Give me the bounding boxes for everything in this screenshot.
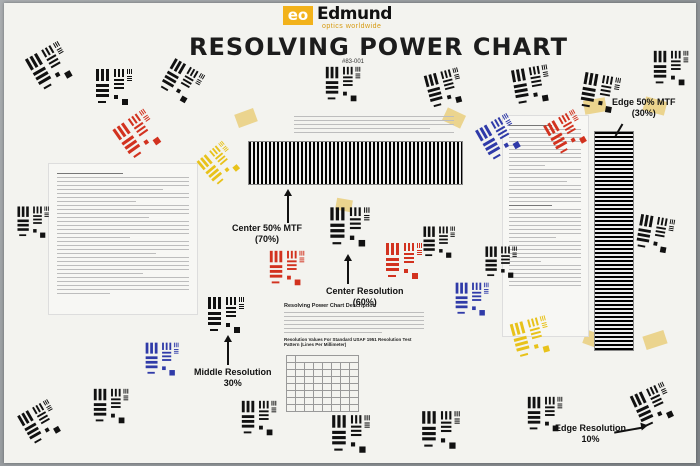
usaf-resolution-target <box>238 397 282 441</box>
usaf-resolution-target <box>152 53 212 113</box>
usaf-resolution-target <box>482 243 522 283</box>
resolution-table <box>286 355 359 412</box>
center-mtf-label: Center 50% MTF(70%) <box>232 223 303 244</box>
poster-title: RESOLVING POWER CHART <box>189 33 568 61</box>
usaf-resolution-target <box>506 59 559 112</box>
usaf-resolution-target <box>419 62 473 116</box>
electronic-imaging-panel <box>502 115 589 337</box>
usaf-resolution-target <box>92 65 138 111</box>
description-text: Resolving Power Chart Description Resolu… <box>284 303 424 347</box>
vertical-mtf-bar-chart <box>594 131 634 351</box>
center-resolution-label: Center Resolution(60%) <box>326 286 404 307</box>
center-mtf-arrow <box>287 195 289 223</box>
center-text-panel <box>254 109 454 145</box>
usaf-resolution-target <box>382 239 428 285</box>
usaf-resolution-target <box>12 393 72 453</box>
part-number: #83-001 <box>342 59 365 65</box>
arrow-up-icon <box>224 335 232 342</box>
usaf-resolution-target <box>107 102 174 169</box>
usaf-resolution-target <box>90 385 134 429</box>
usaf-resolution-target <box>524 393 568 437</box>
arrow-up-icon <box>344 254 352 261</box>
usaf-resolution-target <box>14 203 54 243</box>
usaf-resolution-target <box>142 339 184 381</box>
usaf-resolution-target <box>418 407 466 455</box>
section-heading: Resolving Power Chart Description <box>284 303 376 309</box>
usaf-resolution-target <box>328 411 376 459</box>
usaf-resolution-target <box>470 107 533 170</box>
usaf-resolution-target <box>631 210 682 261</box>
usaf-resolution-target <box>19 34 85 100</box>
usaf-resolution-target <box>452 279 494 321</box>
usaf-resolution-target <box>650 47 694 91</box>
edge-mtf-label: Edge 50% MTF(30%) <box>612 97 676 118</box>
arrow-up-icon <box>284 189 292 196</box>
resolving-power-poster: eo Edmund optics worldwide RESOLVING POW… <box>4 3 696 463</box>
tape-piece <box>642 329 668 351</box>
table-title: Resolution Values For Standard USAF 1951… <box>284 337 412 347</box>
edmund-logo-mark: eo <box>283 6 313 25</box>
brand-tagline: optics worldwide <box>322 23 382 30</box>
brand-name: Edmund <box>317 4 392 24</box>
usaf-resolution-target <box>420 223 460 263</box>
usaf-resolution-target <box>191 134 250 193</box>
usaf-resolution-target <box>204 293 250 339</box>
usaf-resolution-target <box>574 67 627 120</box>
panel-text-lines <box>57 170 189 297</box>
usaf-resolution-target <box>322 63 366 107</box>
center-resolution-arrow <box>347 260 349 284</box>
usaf-resolution-target <box>326 203 376 253</box>
horizontal-mtf-bar-chart <box>248 141 463 185</box>
usaf-resolution-target <box>538 103 598 163</box>
telescope-systems-panel <box>48 163 198 315</box>
usaf-resolution-target <box>624 375 685 436</box>
usaf-resolution-target <box>505 310 561 366</box>
usaf-resolution-target <box>266 247 310 291</box>
middle-resolution-arrow <box>227 341 229 365</box>
